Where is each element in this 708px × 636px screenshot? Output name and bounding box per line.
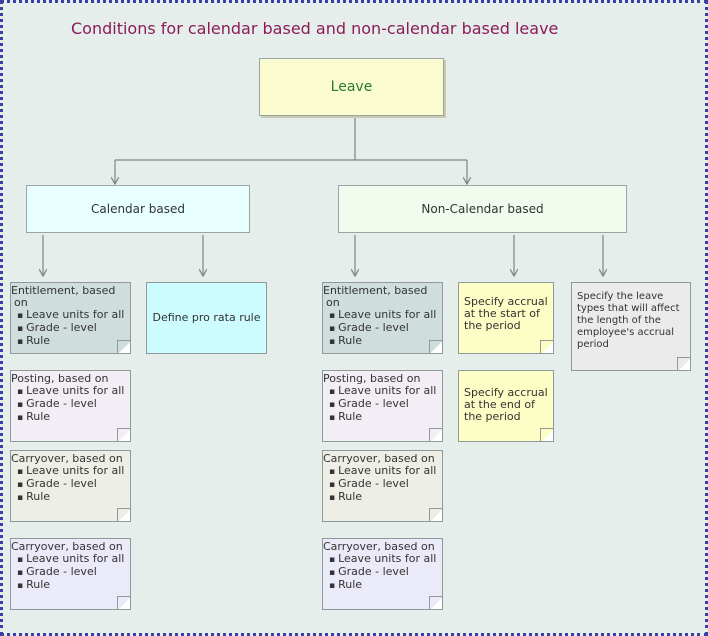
accrual-start-note: Specify accrual at the start of the peri…	[458, 282, 554, 354]
page-fold-icon	[429, 428, 442, 441]
page-fold-icon	[117, 428, 130, 441]
non-calendar-entitlement-note: Entitlement, based on Leave units for al…	[322, 282, 443, 354]
page-fold-icon	[677, 357, 690, 370]
non-calendar-carryover-note: Carryover, based on Leave units for all …	[322, 450, 443, 522]
page-fold-icon	[429, 340, 442, 353]
calendar-carryover-note-2: Carryover, based on Leave units for all …	[10, 538, 131, 610]
page-fold-icon	[117, 340, 130, 353]
non-calendar-posting-note: Posting, based on Leave units for all Gr…	[322, 370, 443, 442]
page-fold-icon	[117, 596, 130, 609]
page-fold-icon	[429, 596, 442, 609]
calendar-based-node: Calendar based	[26, 185, 250, 233]
page-fold-icon	[117, 508, 130, 521]
accrual-end-note: Specify accrual at the end of the period	[458, 370, 554, 442]
diagram-title: Conditions for calendar based and non-ca…	[71, 19, 559, 38]
non-calendar-based-node: Non-Calendar based	[338, 185, 627, 233]
page-fold-icon	[540, 340, 553, 353]
leave-root-node: Leave	[259, 58, 444, 116]
calendar-entitlement-note: Entitlement, based on Leave units for al…	[10, 282, 131, 354]
calendar-carryover-note: Carryover, based on Leave units for all …	[10, 450, 131, 522]
page-fold-icon	[429, 508, 442, 521]
pro-rata-note: Define pro rata rule	[146, 282, 267, 354]
leave-types-note: Specify the leave types that will affect…	[571, 282, 691, 371]
page-fold-icon	[540, 428, 553, 441]
non-calendar-carryover-note-2: Carryover, based on Leave units for all …	[322, 538, 443, 610]
connector-lines	[3, 116, 705, 633]
calendar-posting-note: Posting, based on Leave units for all Gr…	[10, 370, 131, 442]
